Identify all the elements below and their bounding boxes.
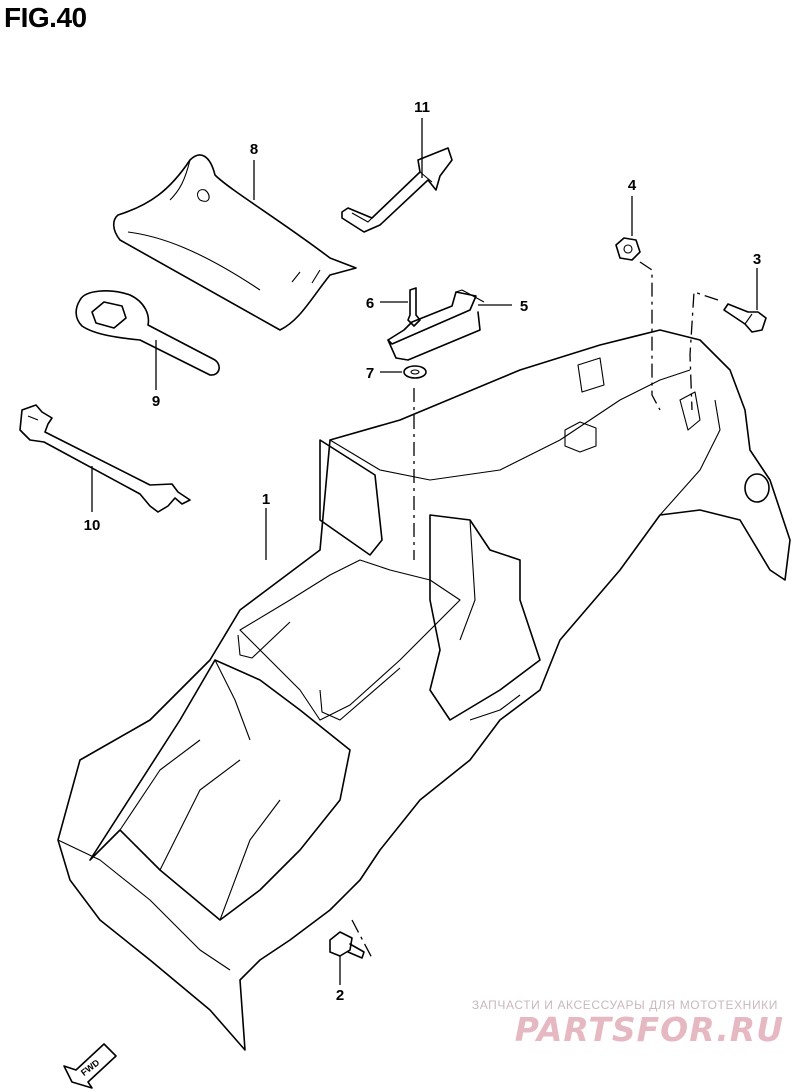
part-4-nut: [615, 237, 641, 261]
watermark-tagline: ЗАПЧАСТИ И АКСЕССУАРЫ ДЛЯ МОТОТЕХНИКИ: [471, 998, 778, 1012]
part-2-bolt: [329, 931, 365, 959]
callout-6: 6: [366, 295, 374, 312]
callout-8: 8: [250, 141, 258, 158]
part-3-bolt: [723, 303, 767, 333]
callout-9: 9: [152, 393, 160, 410]
part-11-strap: [341, 147, 453, 233]
callout-3: 3: [753, 251, 761, 268]
callout-7: 7: [366, 365, 374, 382]
leader-lines: [91, 118, 758, 985]
fwd-arrow-icon: FWD: [63, 1043, 117, 1089]
part-6-fastener: [407, 287, 421, 327]
callout-2: 2: [336, 987, 344, 1004]
callout-4: 4: [628, 177, 637, 194]
callout-11: 11: [414, 99, 430, 116]
part-5-bracket: [387, 289, 485, 361]
fwd-label: FWD: [79, 1057, 102, 1078]
part-10-open-wrench: [19, 404, 191, 513]
figure-title: FIG.40: [4, 2, 87, 33]
assembly-lines: [351, 261, 719, 959]
part-7-washer: [403, 365, 427, 379]
callout-5: 5: [520, 298, 528, 315]
callout-10: 10: [84, 517, 101, 534]
part-1-rear-fender: [57, 329, 791, 1051]
watermark-logo: PARTSFOR.RU: [514, 1010, 784, 1049]
part-8-tool-bag: [112, 154, 357, 331]
callout-1: 1: [262, 491, 270, 508]
part-9-box-wrench: [75, 290, 220, 376]
